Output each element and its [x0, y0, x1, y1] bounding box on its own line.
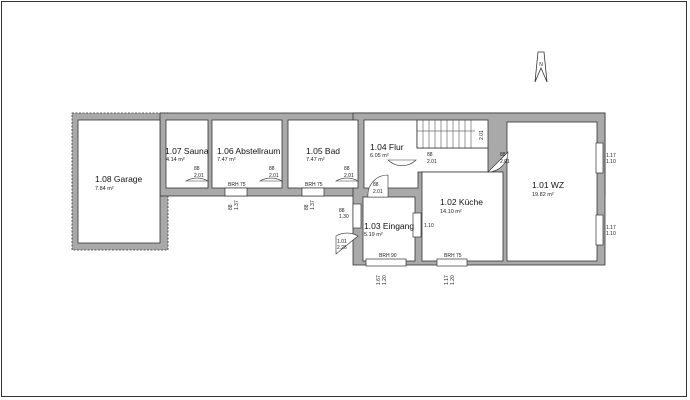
dimension-label: 1.10	[424, 223, 434, 229]
dimension-label: 88	[344, 166, 350, 172]
dimension-label: 88	[228, 204, 234, 210]
stairs	[416, 119, 489, 149]
room-area: 14.10 m²	[440, 209, 462, 215]
dimension-label: 2.01	[344, 173, 354, 179]
dimension-label: 1.20	[450, 275, 456, 285]
room-area: 5.19 m²	[364, 232, 383, 238]
room-name: 1.03 Eingang	[364, 221, 414, 231]
dimension-label: 1.17	[444, 275, 450, 285]
room-sauna	[165, 119, 209, 189]
room-name: 1.02 Küche	[440, 197, 483, 207]
room-name: 1.06 Abstellraum	[217, 146, 280, 156]
room-name: 1.04 Flur	[370, 142, 404, 152]
dimension-label: 2.26	[337, 245, 347, 251]
dimension-label: 1.37	[234, 200, 240, 210]
dimension-label: BRH 75	[444, 253, 462, 259]
room-area: 7.47 m²	[306, 157, 325, 163]
dimension-label: 88	[373, 182, 379, 188]
dimension-label: BRH 75	[305, 182, 323, 188]
dimension-label: 1.37	[310, 200, 316, 210]
doors	[184, 151, 509, 255]
door-labels: 882.01 882.01 882.01 882.01 882.01 882.0…	[194, 152, 510, 251]
dimension-label: 88	[304, 204, 310, 210]
dimension-label: 2.01	[427, 159, 437, 165]
dimension-label: 1.67	[376, 275, 382, 285]
room-name: 1.01 WZ	[532, 180, 564, 190]
room-garage	[77, 119, 161, 244]
dimension-label: BRH 75	[228, 182, 246, 188]
dimension-label: 88	[194, 166, 200, 172]
dimension-label: BRH 90	[379, 253, 397, 259]
north-arrow-icon: N	[534, 51, 548, 83]
dimension-label: 1.01	[337, 239, 347, 245]
windows	[224, 142, 604, 267]
room-area: 7.47 m²	[217, 157, 236, 163]
north-label: N	[539, 62, 543, 68]
dimension-label: 2.01	[479, 130, 485, 140]
room-bad	[287, 119, 359, 189]
room-name: 1.07 Sauna	[165, 146, 209, 156]
dimension-label: 2.01	[269, 173, 279, 179]
window-labels: BRH 75 BRH 75 BRH 90 BRH 75 881.30 1.10 …	[228, 153, 616, 285]
room-area: 4.14 m²	[166, 157, 185, 163]
dimension-label: 1.17	[606, 153, 616, 159]
dimension-label: 2.01	[194, 173, 204, 179]
stair-treads: 2.01	[417, 120, 485, 148]
dimension-label: 2.01	[500, 159, 510, 165]
dimension-label: 88	[427, 152, 433, 158]
room-area: 6.05 m²	[370, 153, 389, 159]
dimension-label: 2.01	[373, 189, 383, 195]
dimension-label: 1.30	[339, 214, 349, 220]
dimension-label: 1.17	[606, 225, 616, 231]
dimension-label: 88	[339, 208, 345, 214]
room-area: 19.82 m²	[532, 192, 554, 198]
dimension-label: 1.10	[606, 159, 616, 165]
room-name: 1.05 Bad	[306, 146, 340, 156]
room-area: 7.84 m²	[95, 186, 114, 192]
room-kueche	[421, 171, 504, 262]
dimension-label: 88	[500, 152, 506, 158]
dimension-label: 88	[269, 166, 275, 172]
room-wz	[506, 121, 598, 262]
rooms	[77, 119, 598, 262]
room-abstellraum	[211, 119, 283, 189]
dimension-label: 1.20	[382, 275, 388, 285]
room-labels: 1.08 Garage 7.84 m² 1.07 Sauna 4.14 m² 1…	[95, 142, 564, 238]
dimension-label: 1.10	[606, 231, 616, 237]
room-name: 1.08 Garage	[95, 174, 143, 184]
